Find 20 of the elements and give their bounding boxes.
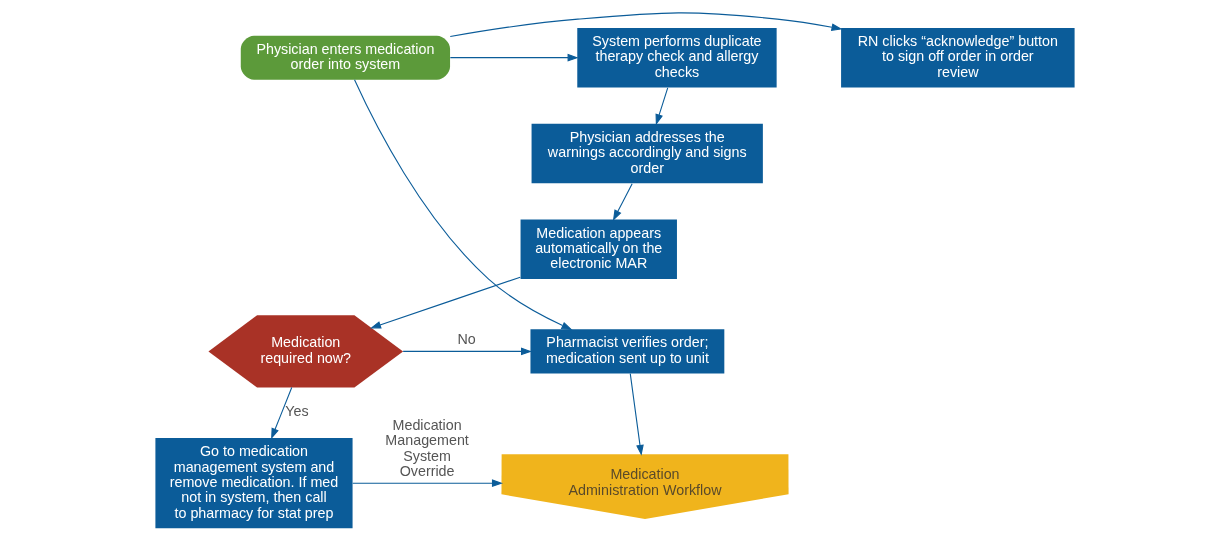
edge-label: No bbox=[457, 331, 476, 348]
node-box: Medication appears automatically on the electronic MAR bbox=[520, 219, 677, 280]
node-box: Physician enters medication order into system bbox=[240, 35, 451, 80]
edge-label: Yes bbox=[285, 403, 309, 420]
arrow bbox=[352, 479, 503, 488]
node-box: System performs duplicate therapy check and allergy checks bbox=[577, 27, 777, 88]
node-box: Pharmacist verifies order; medication sent up to unit bbox=[530, 329, 725, 374]
edge-label: Medication Management System Override bbox=[385, 416, 469, 479]
node-box: RN clicks “acknowledge” button to sign off order in order review bbox=[841, 27, 1075, 88]
node-box: Physician addresses the warnings accordingly and signs order bbox=[531, 123, 763, 184]
arrow bbox=[612, 183, 633, 221]
arrow bbox=[353, 79, 573, 330]
arrow bbox=[402, 347, 532, 356]
arrow bbox=[655, 87, 669, 126]
arrow bbox=[370, 276, 521, 329]
node-box: Go to medication management system and remove medication. If med not in system, then call to pharmacy for stat prep bbox=[155, 438, 353, 529]
arrow bbox=[449, 53, 579, 62]
arrow bbox=[629, 373, 644, 456]
arrow bbox=[271, 387, 293, 440]
arrow bbox=[449, 12, 843, 38]
